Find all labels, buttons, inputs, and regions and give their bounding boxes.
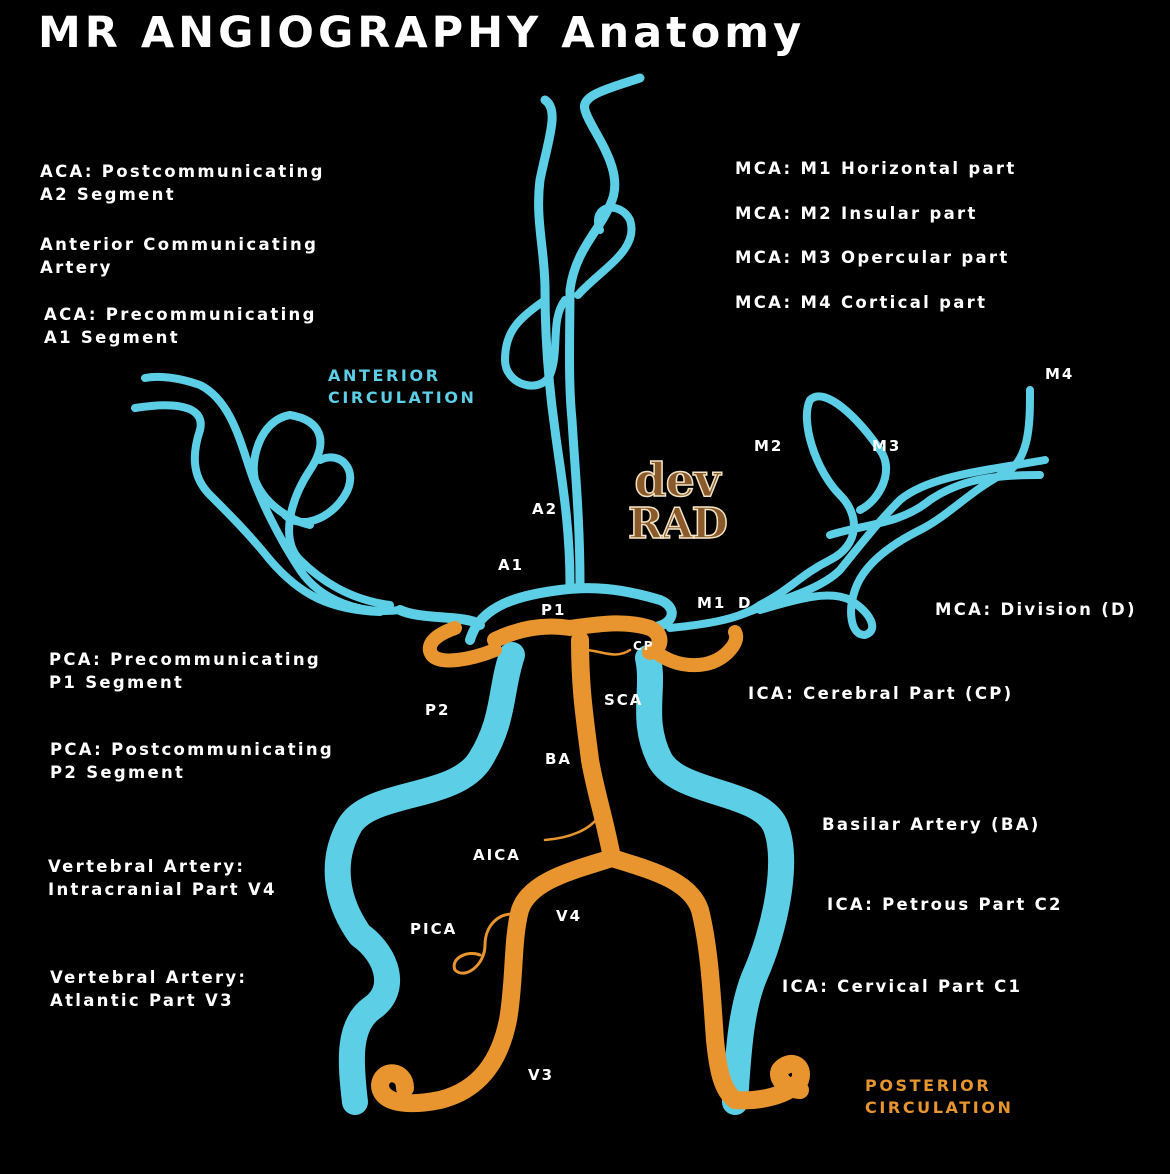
pica-branch bbox=[452, 912, 522, 975]
desc-mca-m2: MCA: M2 Insular part bbox=[735, 204, 978, 223]
sca-branch bbox=[583, 648, 632, 656]
right-vertebral-artery bbox=[603, 849, 810, 1110]
label-pica: PICA bbox=[410, 920, 458, 938]
diagram-title: MR ANGIOGRAPHY Anatomy bbox=[38, 8, 806, 58]
desc-mca-m3: MCA: M3 Opercular part bbox=[735, 248, 1010, 267]
posterior-circulation-label: POSTERIOR CIRCULATION bbox=[865, 1076, 1014, 1117]
acom-junction bbox=[465, 583, 677, 645]
desc-ica-c2: ICA: Petrous Part C2 bbox=[827, 895, 1063, 914]
anterior-circulation-vessels bbox=[131, 73, 1049, 1115]
desc-pca-p2: PCA: Postcommunicating P2 Segment bbox=[50, 740, 335, 782]
label-sca: SCA bbox=[604, 691, 644, 709]
label-cp: CP bbox=[633, 639, 655, 653]
desc-acom: Anterior Communicating Artery bbox=[40, 235, 319, 277]
desc-mca-m4: MCA: M4 Cortical part bbox=[735, 293, 988, 312]
right-internal-carotid-artery bbox=[635, 645, 795, 1115]
aca-right-loop bbox=[574, 203, 636, 299]
left-m1-base bbox=[395, 605, 485, 630]
desc-mca-m1: MCA: M1 Horizontal part bbox=[735, 159, 1017, 178]
label-m3: M3 bbox=[872, 437, 902, 455]
desc-va-v4: Vertebral Artery: Intracranial Part V4 bbox=[48, 857, 277, 899]
label-d: D bbox=[738, 594, 753, 612]
left-mca-branches bbox=[141, 372, 404, 615]
left-mca-branches-3 bbox=[131, 401, 384, 616]
aca-tortuous-loop bbox=[501, 296, 569, 390]
label-p1: P1 bbox=[541, 601, 567, 619]
left-p2 bbox=[422, 621, 502, 668]
desc-aca-a1: ACA: Precommunicating A1 Segment bbox=[44, 305, 317, 347]
left-mca-branches-2 bbox=[249, 411, 394, 609]
label-p2: P2 bbox=[425, 701, 451, 719]
p1-junction bbox=[487, 615, 668, 660]
anterior-circulation-label: ANTERIOR CIRCULATION bbox=[328, 366, 477, 407]
right-p2 bbox=[653, 625, 744, 673]
right-anterior-cerebral-artery bbox=[565, 73, 645, 590]
left-mca-branches-4 bbox=[281, 453, 355, 527]
label-v4: V4 bbox=[556, 907, 583, 925]
desc-ica-cp: ICA: Cerebral Part (CP) bbox=[748, 684, 1014, 703]
left-internal-carotid-artery bbox=[324, 642, 525, 1115]
desc-aca-a2: ACA: Postcommunicating A2 Segment bbox=[40, 162, 325, 204]
label-v3: V3 bbox=[528, 1066, 555, 1084]
desc-mca-division: MCA: Division (D) bbox=[935, 600, 1137, 619]
right-mca-branches-4 bbox=[826, 471, 1044, 539]
label-ba: BA bbox=[545, 750, 573, 768]
desc-basilar-artery: Basilar Artery (BA) bbox=[822, 815, 1041, 834]
devrad-logo: dev RAD bbox=[627, 453, 728, 548]
right-mca-branches-3 bbox=[756, 386, 1034, 639]
label-m2: M2 bbox=[754, 437, 784, 455]
left-vertebral-artery bbox=[371, 849, 621, 1113]
label-aica: AICA bbox=[473, 846, 521, 864]
aica-branch bbox=[543, 813, 602, 842]
label-m1: M1 bbox=[697, 594, 727, 612]
desc-ica-c1: ICA: Cervical Part C1 bbox=[782, 977, 1023, 996]
desc-pca-p1: PCA: Precommunicating P1 Segment bbox=[49, 650, 322, 692]
label-m4: M4 bbox=[1045, 365, 1075, 383]
basilar-artery bbox=[571, 631, 621, 867]
desc-va-v3: Vertebral Artery: Atlantic Part V3 bbox=[50, 968, 248, 1010]
label-a1: A1 bbox=[498, 556, 525, 574]
posterior-circulation-vessels bbox=[371, 615, 810, 1113]
label-a2: A2 bbox=[532, 500, 559, 518]
